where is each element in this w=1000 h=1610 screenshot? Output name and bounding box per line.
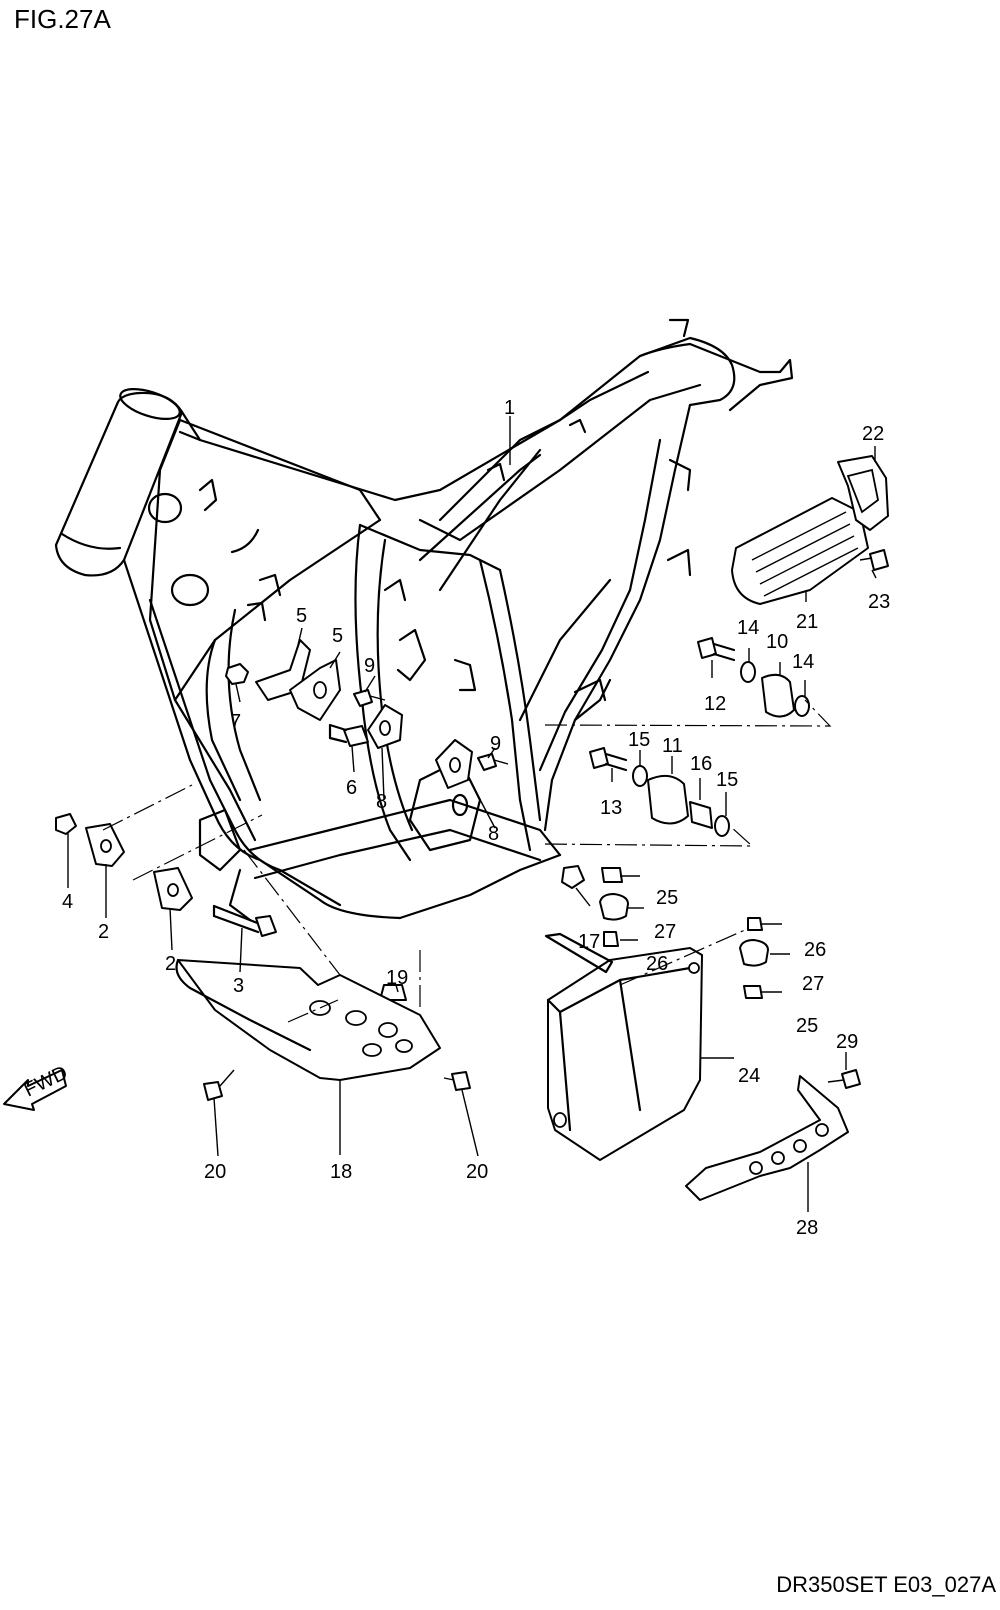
part-label-7: 7 — [230, 711, 241, 733]
leader-lines — [67, 416, 877, 1212]
part-label-15b: 15 — [716, 769, 738, 791]
part-label-28: 28 — [796, 1217, 818, 1239]
part-label-13: 13 — [600, 797, 622, 819]
small-parts-drawing — [55, 455, 889, 1201]
part-label-25b: 25 — [796, 1015, 818, 1037]
part-label-5a: 5 — [296, 605, 307, 627]
part-label-22: 22 — [862, 423, 884, 445]
part-label-24: 24 — [738, 1065, 760, 1087]
part-label-26a: 26 — [646, 953, 668, 975]
part-label-4: 4 — [62, 891, 73, 913]
part-label-21: 21 — [796, 611, 818, 633]
part-label-1: 1 — [504, 397, 515, 419]
part-label-8b: 8 — [488, 823, 499, 845]
part-label-14b: 14 — [792, 651, 814, 673]
part-label-9a: 9 — [364, 655, 375, 677]
part-label-9b: 9 — [490, 733, 501, 755]
part-label-8a: 8 — [376, 791, 387, 813]
part-label-11: 11 — [662, 735, 683, 757]
frame-drawing — [54, 318, 794, 922]
part-label-15a: 15 — [628, 729, 650, 751]
part-label-23: 23 — [868, 591, 890, 613]
alignment-lines — [102, 699, 832, 1023]
part-label-12: 12 — [704, 693, 726, 715]
figure-title: FIG.27A — [14, 4, 111, 34]
part-label-3: 3 — [233, 975, 244, 997]
part-label-29: 29 — [836, 1031, 858, 1053]
part-label-19: 19 — [386, 967, 408, 989]
part-label-27a: 27 — [654, 921, 676, 943]
part-label-6: 6 — [346, 777, 357, 799]
fwd-arrow-icon: FWD — [3, 1062, 71, 1111]
part-label-27b: 27 — [802, 973, 824, 995]
part-label-14a: 14 — [737, 617, 759, 639]
part-label-10: 10 — [766, 631, 788, 653]
part-label-17: 17 — [578, 931, 600, 953]
part-label-16: 16 — [690, 753, 712, 775]
part-label-26b: 26 — [804, 939, 826, 961]
part-label-2a: 2 — [98, 921, 109, 943]
part-label-25a: 25 — [656, 887, 678, 909]
diagram-code: DR350SET E03_027A — [776, 1572, 996, 1597]
part-label-5b: 5 — [332, 625, 343, 647]
part-label-2b: 2 — [165, 953, 176, 975]
part-label-20b: 20 — [466, 1161, 488, 1183]
part-label-18: 18 — [330, 1161, 352, 1183]
part-label-20a: 20 — [204, 1161, 226, 1183]
part-number-labels: 1 2 2 3 4 5 5 6 7 8 8 9 9 10 11 12 13 14… — [62, 397, 890, 1239]
